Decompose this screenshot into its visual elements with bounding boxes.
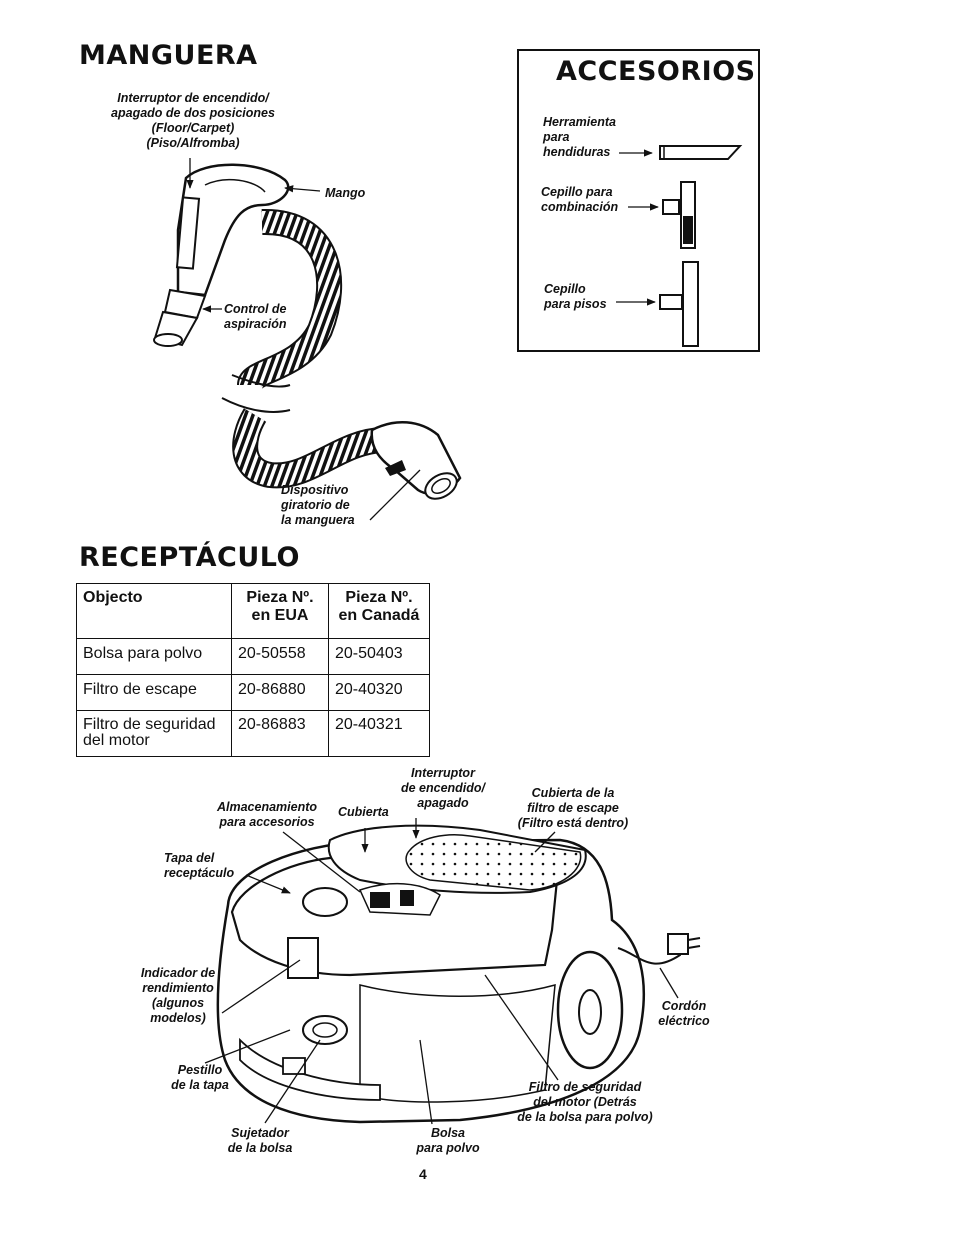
- accesorios-title: ACCESORIOS: [556, 56, 756, 87]
- table-row: Filtro de seguridad del motor 20-86883 2…: [76, 710, 430, 757]
- motor-safety-filter-label: Filtro de seguridad del motor (Detrás de…: [517, 1080, 653, 1124]
- canister-illustration: [204, 818, 701, 1125]
- bag-holder-label: Sujetador de la bolsa: [227, 1126, 293, 1155]
- performance-indicator-label: Indicador de rendimiento (algunos modelo…: [140, 966, 216, 1025]
- table-cell: Filtro de seguridad del motor: [76, 710, 232, 757]
- table-cell: Bolsa para polvo: [76, 638, 232, 675]
- exhaust-filter-cover-label: Cubierta de la filtro de escape (Filtro …: [517, 786, 629, 830]
- table-cell: 20-86880: [231, 674, 329, 711]
- table-cell: 20-40321: [328, 710, 430, 757]
- table-header: Objecto: [76, 583, 232, 639]
- table-cell: 20-50403: [328, 638, 430, 675]
- receptaculo-title: RECEPTÁCULO: [79, 542, 300, 573]
- suction-control-label: Control de aspiración: [224, 302, 287, 331]
- manguera-title: MANGUERA: [79, 40, 258, 71]
- table-cell: 20-86883: [231, 710, 329, 757]
- table-cell: Filtro de escape: [76, 674, 232, 711]
- cover-label: Cubierta: [338, 805, 389, 819]
- lid-latch-label: Pestillo de la tapa: [171, 1063, 229, 1092]
- table-row: Bolsa para polvo 20-50558 20-50403: [76, 638, 430, 675]
- table-header: Pieza Nº. en Canadá: [328, 583, 430, 639]
- page-number: 4: [419, 1166, 427, 1182]
- dust-bag-label: Bolsa para polvo: [416, 1126, 480, 1155]
- canister-lid-label: Tapa del receptáculo: [164, 851, 235, 880]
- floor-brush-label: Cepillo para pisos: [544, 282, 607, 311]
- accessories-panel: [517, 49, 760, 352]
- canister-switch-label: Interruptor de encendido/ apagado: [400, 766, 486, 810]
- hose-switch-label: Interruptor de encendido/ apagado de dos…: [111, 91, 275, 150]
- table-cell: 20-50558: [231, 638, 329, 675]
- combination-brush-label: Cepillo para combinación: [541, 185, 619, 214]
- power-cord-label: Cordón eléctrico: [658, 999, 710, 1028]
- table-header-row: Objecto Pieza Nº. en EUA Pieza Nº. en Ca…: [76, 583, 430, 639]
- table-header: Pieza Nº. en EUA: [231, 583, 329, 639]
- table-row: Filtro de escape 20-86880 20-40320: [76, 674, 430, 711]
- hose-illustration: [153, 158, 462, 521]
- table-cell: 20-40320: [328, 674, 430, 711]
- accessories-illustration: [616, 145, 743, 347]
- crevice-tool-label: Herramienta para hendiduras: [543, 115, 616, 159]
- handle-label: Mango: [325, 186, 366, 200]
- accessory-storage-label: Almacenamiento para accesorios: [216, 800, 318, 829]
- hose-swivel-label: Dispositivo giratorio de la manguera: [281, 483, 355, 527]
- parts-table: Objecto Pieza Nº. en EUA Pieza Nº. en Ca…: [76, 583, 430, 757]
